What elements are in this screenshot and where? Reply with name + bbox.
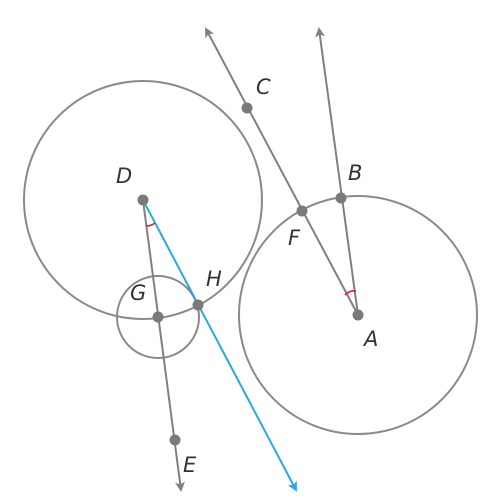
label-c: C [256, 75, 271, 99]
point-f [296, 205, 308, 217]
angle-mark-d [145, 222, 156, 227]
point-b [335, 192, 347, 204]
label-g: G [130, 281, 146, 305]
point-g [152, 311, 164, 323]
point-c [241, 102, 253, 114]
point-a [352, 309, 364, 321]
label-a: A [362, 327, 378, 351]
label-d: D [116, 164, 132, 188]
angle-mark-a [344, 290, 357, 296]
ray-d-through-e [142, 199, 185, 492]
ray-d-blue [142, 199, 297, 492]
point-h [192, 299, 204, 311]
circle-d [23, 80, 263, 320]
circle-g [116, 275, 200, 359]
circle-a [238, 195, 478, 435]
label-b: B [348, 161, 362, 185]
label-e: E [183, 453, 197, 477]
label-f: F [288, 226, 301, 250]
point-e [169, 434, 181, 446]
ray-a-through-b [315, 27, 359, 316]
point-d [137, 194, 149, 206]
ray-a-through-c [205, 27, 359, 316]
label-h: H [206, 267, 222, 291]
